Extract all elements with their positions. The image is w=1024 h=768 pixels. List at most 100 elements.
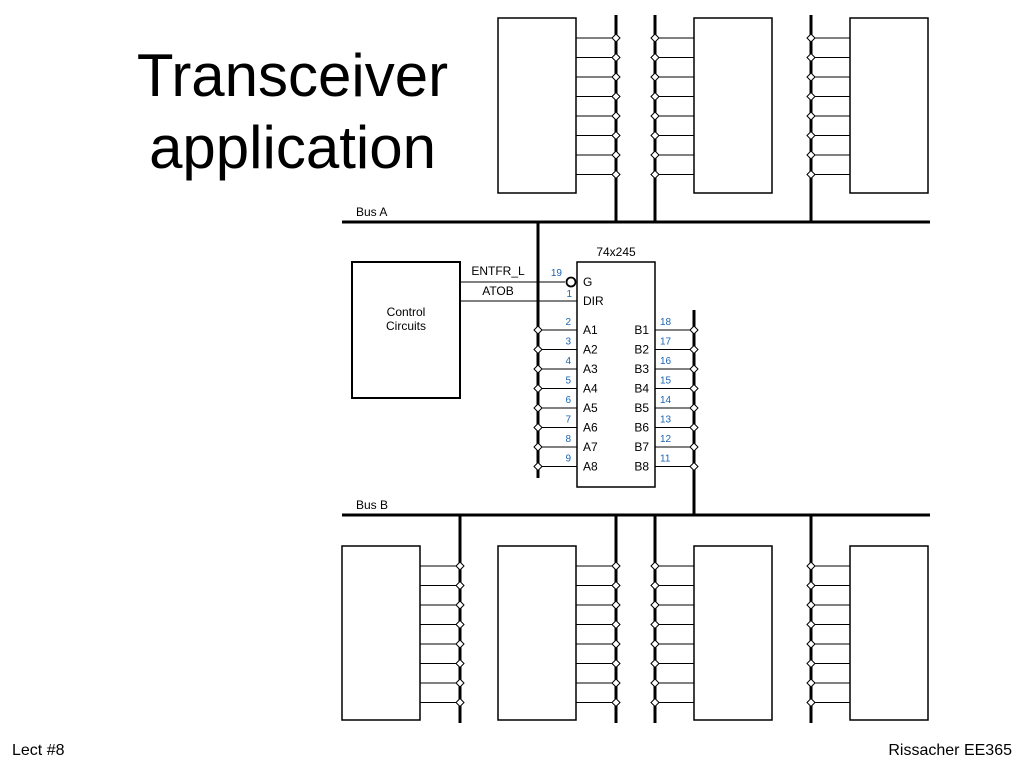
b-pin-number: 11	[660, 454, 671, 465]
a-pin-bus-tap	[533, 442, 543, 452]
a-pin-number: 8	[565, 434, 571, 445]
bus-a-device-3-bus-tap	[806, 111, 816, 121]
bus-b-device-4-bus-tap	[806, 697, 816, 708]
a-pin-number: 4	[565, 356, 571, 367]
b-pin-bus-tap	[689, 383, 699, 394]
title-line-1: Transceiver	[136, 42, 449, 109]
a-pin-label: A3	[583, 362, 598, 376]
b-pin-6: B6 13	[634, 415, 699, 435]
bus-b-device-1-bus-tap	[455, 600, 465, 610]
b-pin-7: B7 12	[634, 434, 699, 454]
b-pin-bus-tap	[689, 422, 699, 433]
a-pin-label: A1	[583, 323, 598, 337]
bus-a-device-3-bus-tap	[806, 52, 816, 63]
a-pins: A1 2 A2 3 A3 4 A4 5 A5 6	[533, 317, 598, 474]
chip-name: 74x245	[596, 245, 636, 259]
bus-b-device-1-bus-tap	[455, 561, 465, 571]
a-pin-number: 3	[565, 337, 571, 348]
b-pin-bus-tap	[689, 442, 699, 452]
b-pin-label: B4	[634, 382, 649, 396]
a-pin-label: A4	[583, 382, 598, 396]
bus-a-device-1-bus-tap	[611, 150, 621, 160]
a-pin-number: 2	[565, 317, 571, 328]
a-pin-bus-tap	[533, 461, 543, 472]
b-pin-label: B8	[634, 460, 649, 474]
bus-b-device-4-bus-tap	[806, 678, 816, 688]
enable-signal-label: ENTFR_L	[471, 264, 525, 278]
bus-b-device-1-bus-tap	[455, 658, 465, 669]
bus-b-device-2-bus-tap	[611, 600, 621, 610]
bus-b-device-3-bus-tap	[650, 678, 660, 688]
bus-a-device-3-bus-tap	[806, 72, 816, 82]
b-pin-number: 17	[660, 337, 672, 348]
slide-title: Transceiver application	[120, 40, 465, 184]
bus-a-device-1-bus-tap	[611, 91, 621, 102]
bus-b-device-3-box	[693, 545, 773, 721]
bus-a-device-2-bus-tap	[650, 52, 660, 63]
bus-b-device-3-bus-tap	[650, 697, 660, 708]
a-pin-label: A6	[583, 421, 598, 435]
bus-a-label: Bus A	[356, 205, 387, 219]
bus-a-device-2-bus-tap	[650, 91, 660, 102]
bus-b-device-1-bus-tap	[455, 639, 465, 649]
bus-a-device-3-bus-tap	[806, 150, 816, 160]
a-pin-number: 6	[565, 395, 571, 406]
bus-a-device-3-bus-tap	[806, 130, 816, 141]
b-pin-label: B2	[634, 343, 649, 357]
a-pin-2: A2 3	[533, 337, 598, 357]
b-pin-bus-tap	[689, 344, 699, 355]
bus-a-device-3-box	[849, 17, 929, 194]
a-pin-bus-tap	[533, 344, 543, 355]
footer-course-credit: Rissacher EE365	[888, 742, 1012, 759]
a-pin-number: 5	[565, 376, 571, 387]
bus-a-device-3-bus-tap	[806, 91, 816, 102]
control-circuits-box	[351, 261, 461, 399]
dir-pin-label: DIR	[583, 294, 604, 308]
b-pin-bus-tap	[689, 461, 699, 472]
a-pin-6: A6 7	[533, 415, 598, 435]
bus-a-device-2-bus-tap	[650, 72, 660, 82]
a-pin-bus-tap	[533, 383, 543, 394]
a-pin-number: 7	[565, 415, 571, 426]
bus-b-device-2-bus-tap	[611, 619, 621, 630]
b-pin-number: 13	[660, 415, 672, 426]
b-pin-8: B8 11	[634, 454, 699, 474]
bus-b-device-4-box	[849, 545, 929, 721]
a-pin-7: A7 8	[533, 434, 598, 454]
bus-a-device-1-bus-tap	[611, 72, 621, 82]
bus-a-device-2-box	[693, 17, 773, 194]
bus-b-device-2-bus-tap	[611, 697, 621, 708]
b-pin-bus-tap	[689, 364, 699, 374]
a-pin-1: A1 2	[533, 317, 598, 337]
b-pin-label: B5	[634, 401, 649, 415]
bus-b-device-2-bus-tap	[611, 678, 621, 688]
bus-b-device-4-bus-tap	[806, 658, 816, 669]
bus-b-device-1-box	[341, 545, 421, 721]
bus-b-device-3-bus-tap	[650, 561, 660, 571]
bus-b-device-3-bus-tap	[650, 639, 660, 649]
bus-b-device-4-bus-tap	[806, 561, 816, 571]
bus-a-device-2-bus-tap	[650, 169, 660, 180]
a-pin-4: A4 5	[533, 376, 598, 396]
b-pin-bus-tap	[689, 403, 699, 413]
a-pin-bus-tap	[533, 422, 543, 433]
bus-b-device-3-bus-tap	[650, 580, 660, 591]
bus-b-device-4-bus-tap	[806, 619, 816, 630]
bus-b-device-3-bus-tap	[650, 658, 660, 669]
footer-lecture-number: Lect #8	[12, 742, 65, 759]
bus-b-device-1-bus-tap	[455, 619, 465, 630]
bus-b-device-1-bus-tap	[455, 580, 465, 591]
a-pin-bus-tap	[533, 403, 543, 413]
a-pin-8: A8 9	[533, 454, 598, 474]
bus-a-device-2-bus-tap	[650, 111, 660, 121]
bus-b-label: Bus B	[356, 498, 388, 512]
g-pin-label: G	[583, 275, 592, 289]
a-pin-label: A5	[583, 401, 598, 415]
a-pin-number: 9	[565, 454, 571, 465]
b-pin-4: B4 15	[634, 376, 699, 396]
bus-b-device-4-bus-tap	[806, 639, 816, 649]
b-pin-bus-tap	[689, 325, 699, 335]
bus-a-device-2-bus-tap	[650, 130, 660, 141]
control-label-line-1: Control	[387, 305, 426, 319]
bus-a-device-1-bus-tap	[611, 33, 621, 43]
